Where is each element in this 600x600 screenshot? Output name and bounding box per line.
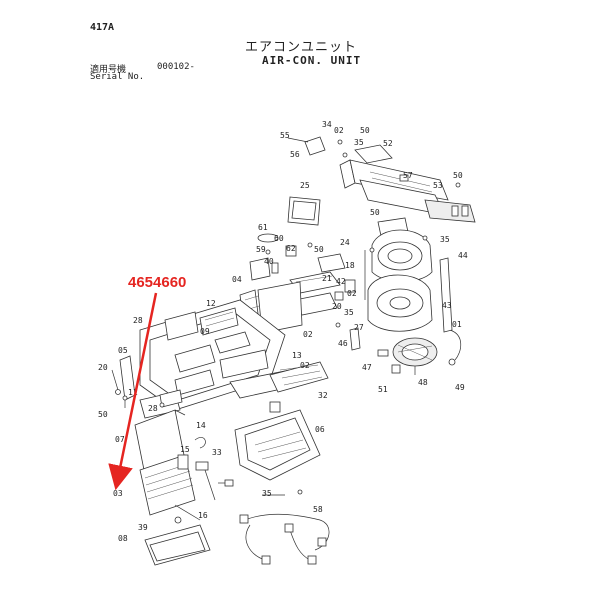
part-label-62: 62 [286, 244, 296, 253]
part-label-59: 59 [256, 245, 266, 254]
part-label-35-c: 35 [344, 308, 354, 317]
blower-housing [367, 229, 462, 375]
part-label-20: 20 [332, 302, 342, 311]
serial-label-japanese: 適用号機 [90, 65, 127, 75]
part-label-55: 55 [280, 131, 290, 140]
fasteners [111, 139, 461, 495]
part-label-49: 49 [455, 383, 465, 392]
part-label-03: 03 [113, 489, 123, 498]
serial-value: 000102- [157, 62, 195, 72]
part-label-50-c: 50 [370, 208, 380, 217]
part-label-21: 21 [322, 274, 332, 283]
part-label-40: 40 [264, 257, 274, 266]
part-label-60: 60 [274, 234, 284, 243]
part-label-09: 09 [200, 327, 210, 336]
part-label-42: 42 [336, 277, 346, 286]
part-label-27: 27 [354, 323, 364, 332]
part-label-35-b: 35 [440, 235, 450, 244]
part-label-43: 43 [442, 301, 452, 310]
part-label-52: 52 [383, 139, 393, 148]
model-number: 417A [90, 22, 115, 33]
diagram-title-japanese: エアコンユニット [245, 40, 358, 55]
part-label-50-b: 50 [453, 171, 463, 180]
part-label-32: 32 [318, 391, 328, 400]
part-label-15: 15 [180, 445, 190, 454]
part-number-labels: 34 55 02 50 52 35 56 25 57 53 50 50 35 6… [98, 120, 468, 543]
serial-label-english: Serial No. [90, 72, 145, 82]
part-label-57: 57 [403, 171, 413, 180]
part-label-02-b: 02 [347, 289, 357, 298]
part-label-53: 53 [433, 181, 443, 190]
part-label-02: 02 [334, 126, 344, 135]
part-label-06: 06 [315, 425, 325, 434]
callout-arrow [108, 292, 158, 491]
part-label-24: 24 [340, 238, 350, 247]
part-label-28: 28 [133, 316, 143, 325]
part-label-07: 07 [115, 435, 125, 444]
wiring-harness [239, 513, 330, 565]
lower-duct [234, 401, 321, 481]
part-label-13: 13 [292, 351, 302, 360]
part-number-callout: 4654660 [108, 274, 186, 491]
part-label-46: 46 [338, 339, 348, 348]
part-label-39: 39 [138, 523, 148, 532]
main-case [119, 299, 329, 419]
duct-assembly-upper [287, 136, 476, 237]
diagram-title-english: AIR-CON. UNIT [262, 54, 362, 67]
part-label-35: 35 [354, 138, 364, 147]
part-label-51: 51 [378, 385, 388, 394]
part-label-44: 44 [458, 251, 468, 260]
part-label-50-d: 50 [314, 245, 324, 254]
part-label-14: 14 [196, 421, 206, 430]
part-label-34: 34 [322, 120, 332, 129]
part-label-12: 12 [206, 299, 216, 308]
part-label-18: 18 [345, 261, 355, 270]
part-label-50-e: 50 [98, 410, 108, 419]
part-label-35-d: 35 [262, 489, 272, 498]
part-label-28-b: 28 [148, 404, 158, 413]
part-label-25: 25 [300, 181, 310, 190]
evaporator-heater-parts [134, 409, 285, 566]
part-label-02-c: 02 [303, 330, 313, 339]
callout-part-number: 4654660 [128, 274, 186, 291]
part-label-04: 04 [232, 275, 242, 284]
part-label-56: 56 [290, 150, 300, 159]
part-label-16: 16 [198, 511, 208, 520]
part-label-61: 61 [258, 223, 268, 232]
part-label-11: 11 [128, 388, 138, 397]
part-label-08: 08 [118, 534, 128, 543]
part-label-50: 50 [360, 126, 370, 135]
part-label-01: 01 [452, 320, 462, 329]
part-label-20-b: 20 [98, 363, 108, 372]
part-label-05: 05 [118, 346, 128, 355]
part-label-48: 48 [418, 378, 428, 387]
part-label-47: 47 [362, 363, 372, 372]
part-label-58: 58 [313, 505, 323, 514]
part-label-33: 33 [212, 448, 222, 457]
part-label-02-d: 02 [300, 361, 310, 370]
